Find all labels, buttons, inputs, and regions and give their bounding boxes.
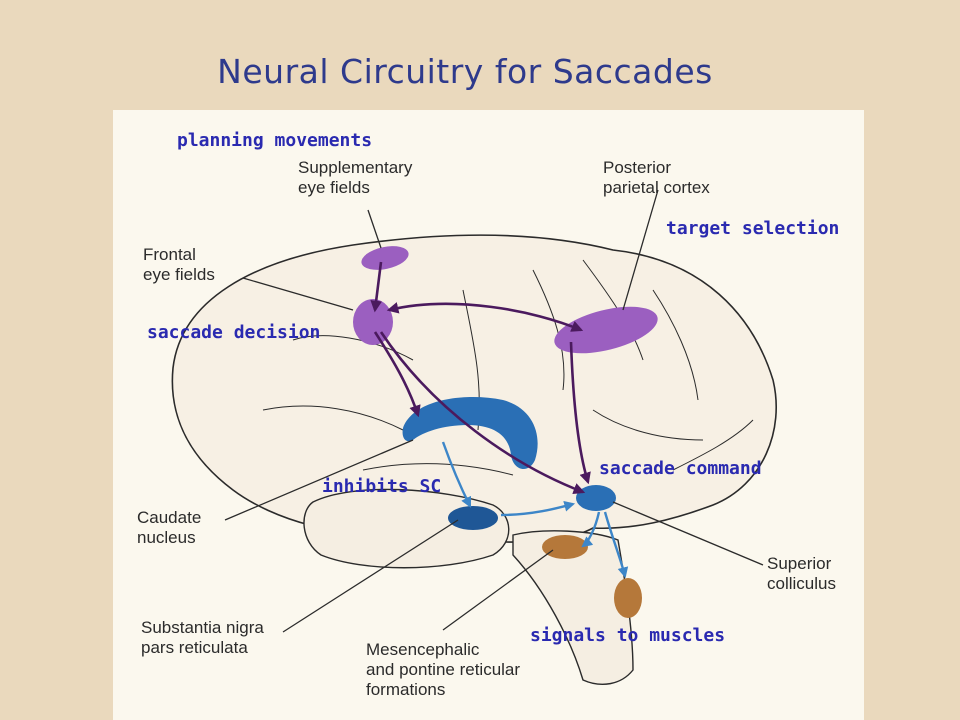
caudate-region — [402, 397, 538, 470]
sc-to-rf-lower-arrow — [603, 511, 629, 579]
label-substantia-nigra: Substantia nigra pars reticulata — [141, 618, 264, 657]
sef-to-fef-arrow — [370, 261, 383, 313]
slide-title: Neural Circuitry for Saccades — [217, 52, 713, 91]
caudate-to-snr-arrow — [441, 441, 472, 508]
snr-to-sc-arrow — [500, 501, 576, 517]
leader-lines — [224, 189, 764, 633]
annotation-planning-movements: planning movements — [177, 130, 373, 151]
label-superior-colliculus: Superior colliculus — [767, 554, 836, 593]
superior-colliculus-region — [576, 485, 616, 511]
label-supplementary-eye-fields: Supplementary eye fields — [298, 158, 413, 197]
annotation-saccade-command: saccade command — [599, 458, 762, 479]
cortex-outline — [171, 234, 777, 543]
supplementary-eye-fields-region — [361, 246, 409, 270]
label-frontal-eye-fields: Frontal eye fields — [143, 245, 215, 284]
sc-to-rf-upper-arrow — [581, 511, 601, 548]
subcortical-pathways — [441, 441, 629, 579]
reticular-formation-lower — [614, 578, 642, 618]
cortical-pathways — [370, 261, 591, 495]
annotation-saccade-decision: saccade decision — [147, 322, 321, 343]
fef-to-sc-arrow — [379, 331, 586, 495]
annotation-target-selection: target selection — [666, 218, 840, 239]
label-posterior-parietal-cortex: Posterior parietal cortex — [603, 158, 710, 197]
annotation-inhibits-sc: inhibits SC — [322, 476, 442, 497]
brain-diagram: Supplementary eye fields Posterior parie… — [113, 110, 864, 720]
fef-to-caudate-arrow — [373, 331, 421, 418]
brain-illustration — [171, 189, 777, 686]
substantia-nigra-region — [448, 506, 498, 530]
frontal-eye-fields-region — [353, 299, 393, 345]
annotation-signals-to-muscles: signals to muscles — [530, 625, 726, 646]
reticular-formation-upper — [542, 535, 588, 559]
label-reticular-formations: Mesencephalic and pontine reticular form… — [366, 640, 521, 699]
label-caudate-nucleus: Caudate nucleus — [137, 508, 202, 547]
fef-ppc-arrow — [386, 302, 584, 332]
ppc-to-sc-arrow — [569, 341, 591, 485]
